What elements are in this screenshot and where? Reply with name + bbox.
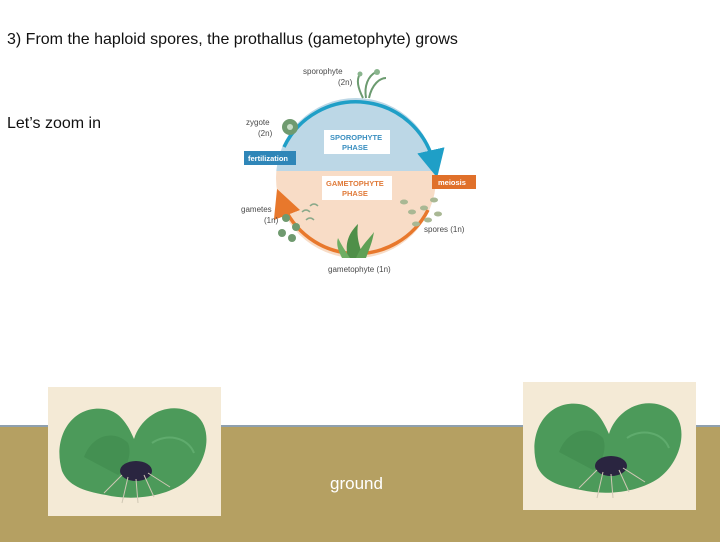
fertilization-label: fertilization — [248, 154, 288, 163]
spores-label: spores (1n) — [424, 225, 465, 234]
meiosis-label: meiosis — [438, 178, 466, 187]
slide-subtitle: Let’s zoom in — [7, 115, 101, 132]
sporophyte-label: sporophyte — [303, 67, 343, 76]
fertilization-tag — [244, 151, 296, 165]
fern-life-cycle-diagram: sporophyte (2n) zygote (2n) fertilizatio… — [241, 67, 476, 274]
gametes-label: gametes — [241, 205, 272, 214]
gametes-icon — [278, 203, 319, 242]
slide-title: 3) From the haploid spores, the prothall… — [7, 31, 458, 48]
ground-label: ground — [330, 474, 383, 493]
gametes-ploidy: (1n) — [264, 216, 279, 225]
sporophyte-icon — [356, 69, 387, 99]
zygote-ploidy: (2n) — [258, 129, 273, 138]
sporophyte-phase-line2: PHASE — [342, 143, 368, 152]
sporophyte-phase-line1: SPOROPHYTE — [330, 133, 382, 142]
gametophyte-phase-line2: PHASE — [342, 189, 368, 198]
prothallus-photo-left — [48, 387, 221, 516]
gametophyte-phase-line1: GAMETOPHYTE — [326, 179, 384, 188]
prothallus-photo-right — [523, 382, 696, 510]
gametophyte-icon — [337, 224, 374, 258]
meiosis-tag — [432, 175, 476, 189]
sporophyte-ploidy: (2n) — [338, 78, 353, 87]
zygote-label: zygote — [246, 118, 270, 127]
cycle-arrow-top — [282, 100, 445, 178]
gametophyte-label: gametophyte (1n) — [328, 265, 391, 274]
spores-icon — [400, 197, 442, 227]
